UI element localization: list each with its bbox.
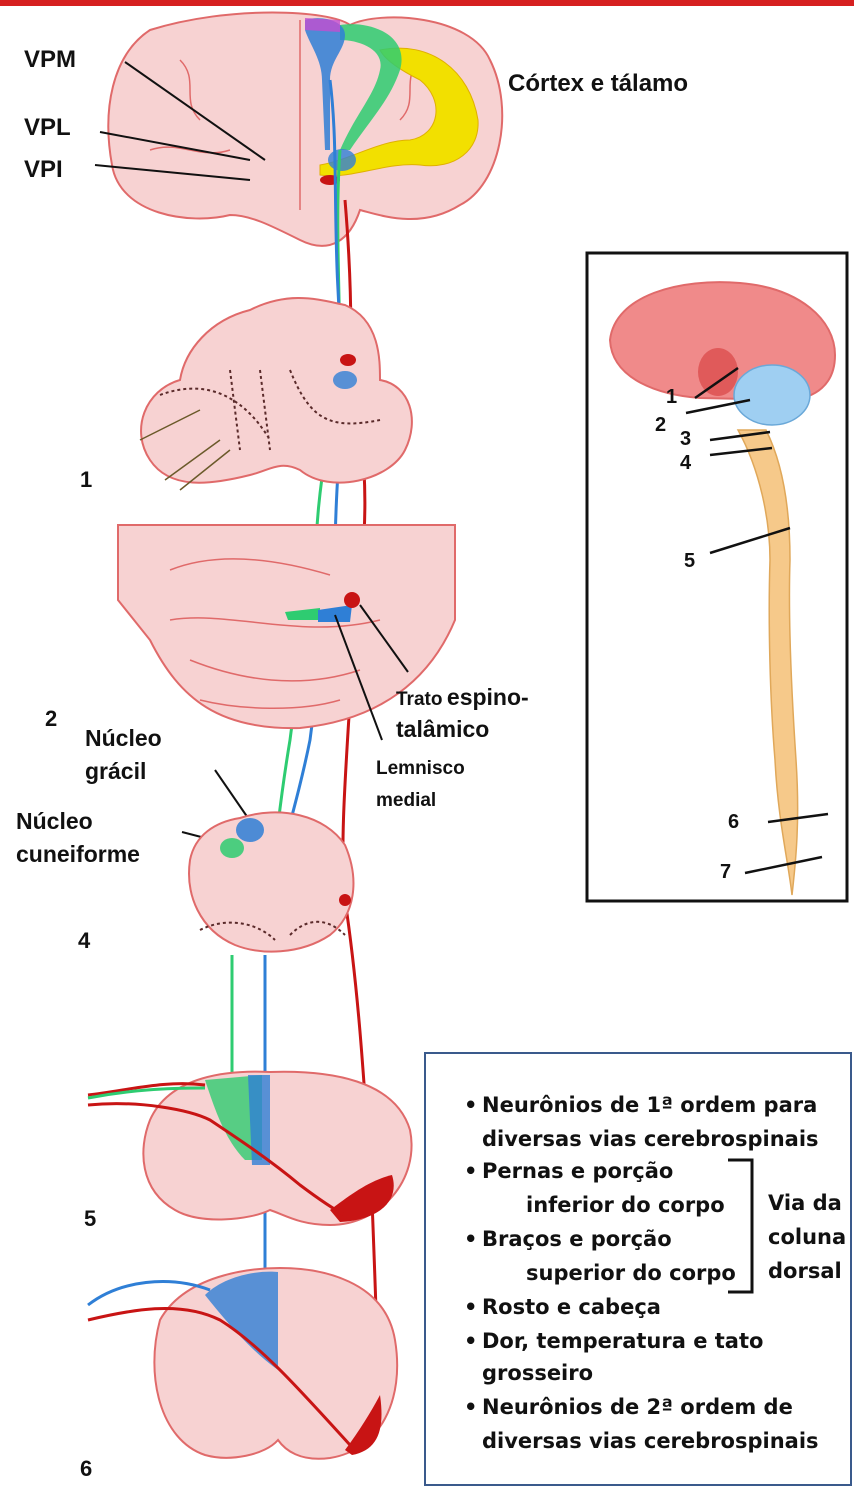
spinothalamic-tract-word: Trato: [396, 689, 442, 710]
legend-item-face: •Rosto e cabeça: [482, 1290, 661, 1324]
level-5-label: 5: [84, 1206, 96, 1232]
midbrain-outline: [141, 298, 412, 483]
legend-item-arms: •Braços e porção: [482, 1222, 672, 1256]
vpm-label: VPM: [24, 46, 76, 74]
spinothalamic-tract-prefix: espino-: [447, 684, 529, 710]
medulla-cuneate-nucleus: [220, 838, 244, 858]
legend-item-second-order: •Neurônios de 2ª ordem de: [482, 1390, 793, 1424]
level-4-label: 4: [78, 928, 90, 954]
inset-level-5: 5: [684, 550, 695, 573]
inset-level-4: 4: [680, 452, 691, 475]
inset-level-7: 7: [720, 861, 731, 884]
inset-panel: [587, 253, 847, 901]
legend-box: •Neurônios de 1ª ordem para diversas via…: [424, 1052, 852, 1486]
legend-item-arms-cont: superior do corpo: [526, 1256, 736, 1290]
spinothalamic-tract-label: Trato espino-: [396, 684, 529, 711]
pons-red-spot: [344, 592, 360, 608]
cuneate-nucleus-label-2: cuneiforme: [16, 841, 140, 868]
medulla-gracile-nucleus: [236, 818, 264, 842]
midbrain-blue-spot: [333, 371, 357, 389]
midbrain-section: [140, 298, 412, 490]
gracile-nucleus-label-2: grácil: [85, 758, 146, 785]
legend-item-pain-cont: grosseiro: [482, 1356, 593, 1390]
midbrain-red-spot: [340, 354, 356, 366]
medulla-outline: [189, 812, 353, 951]
level-6-label: 6: [80, 1456, 92, 1482]
bracket-label-1: Via da: [768, 1186, 842, 1220]
vpi-label: VPI: [24, 156, 63, 184]
legend-item-pain: •Dor, temperatura e tato: [482, 1324, 763, 1358]
cuneate-nucleus-label-1: Núcleo: [16, 808, 93, 835]
legend-item-second-order-cont: diversas vias cerebrospinais: [482, 1424, 819, 1458]
medial-lemniscus-label-2: medial: [376, 790, 436, 812]
gracile-nucleus-label-1: Núcleo: [85, 725, 162, 752]
spinothalamic-tract-suffix: talâmico: [396, 716, 489, 743]
vpl-label: VPL: [24, 114, 71, 142]
bracket-label-3: dorsal: [768, 1254, 842, 1288]
inset-level-3: 3: [680, 428, 691, 451]
cortex-section: [108, 13, 502, 246]
cortex-thalamus-label: Córtex e tálamo: [508, 70, 688, 98]
legend-item-legs: •Pernas e porção: [482, 1154, 673, 1188]
legend-bracket: [724, 1158, 764, 1294]
thalamus-blue: [328, 149, 356, 171]
legend-item-legs-cont: inferior do corpo: [526, 1188, 725, 1222]
legend-item-first-order-cont: diversas vias cerebrospinais: [482, 1122, 819, 1156]
level-1-label: 1: [80, 467, 92, 493]
inset-level-2: 2: [655, 414, 666, 437]
inset-cerebellum: [734, 365, 810, 425]
cortex-magenta-area: [305, 18, 340, 32]
level-2-label: 2: [45, 706, 57, 732]
gracil-pointer: [215, 770, 248, 818]
legend-item-first-order: •Neurônios de 1ª ordem para: [482, 1088, 817, 1122]
cord-section-5: [88, 1072, 412, 1225]
bracket-label-2: coluna: [768, 1220, 846, 1254]
cord-section-6: [88, 1268, 397, 1459]
medulla-red-spot: [339, 894, 351, 906]
medial-lemniscus-label-1: Lemnisco: [376, 758, 465, 780]
legend-bracket-path: [728, 1160, 752, 1292]
medulla-section: [189, 812, 353, 951]
inset-level-6: 6: [728, 811, 739, 834]
inset-level-1: 1: [666, 386, 677, 409]
